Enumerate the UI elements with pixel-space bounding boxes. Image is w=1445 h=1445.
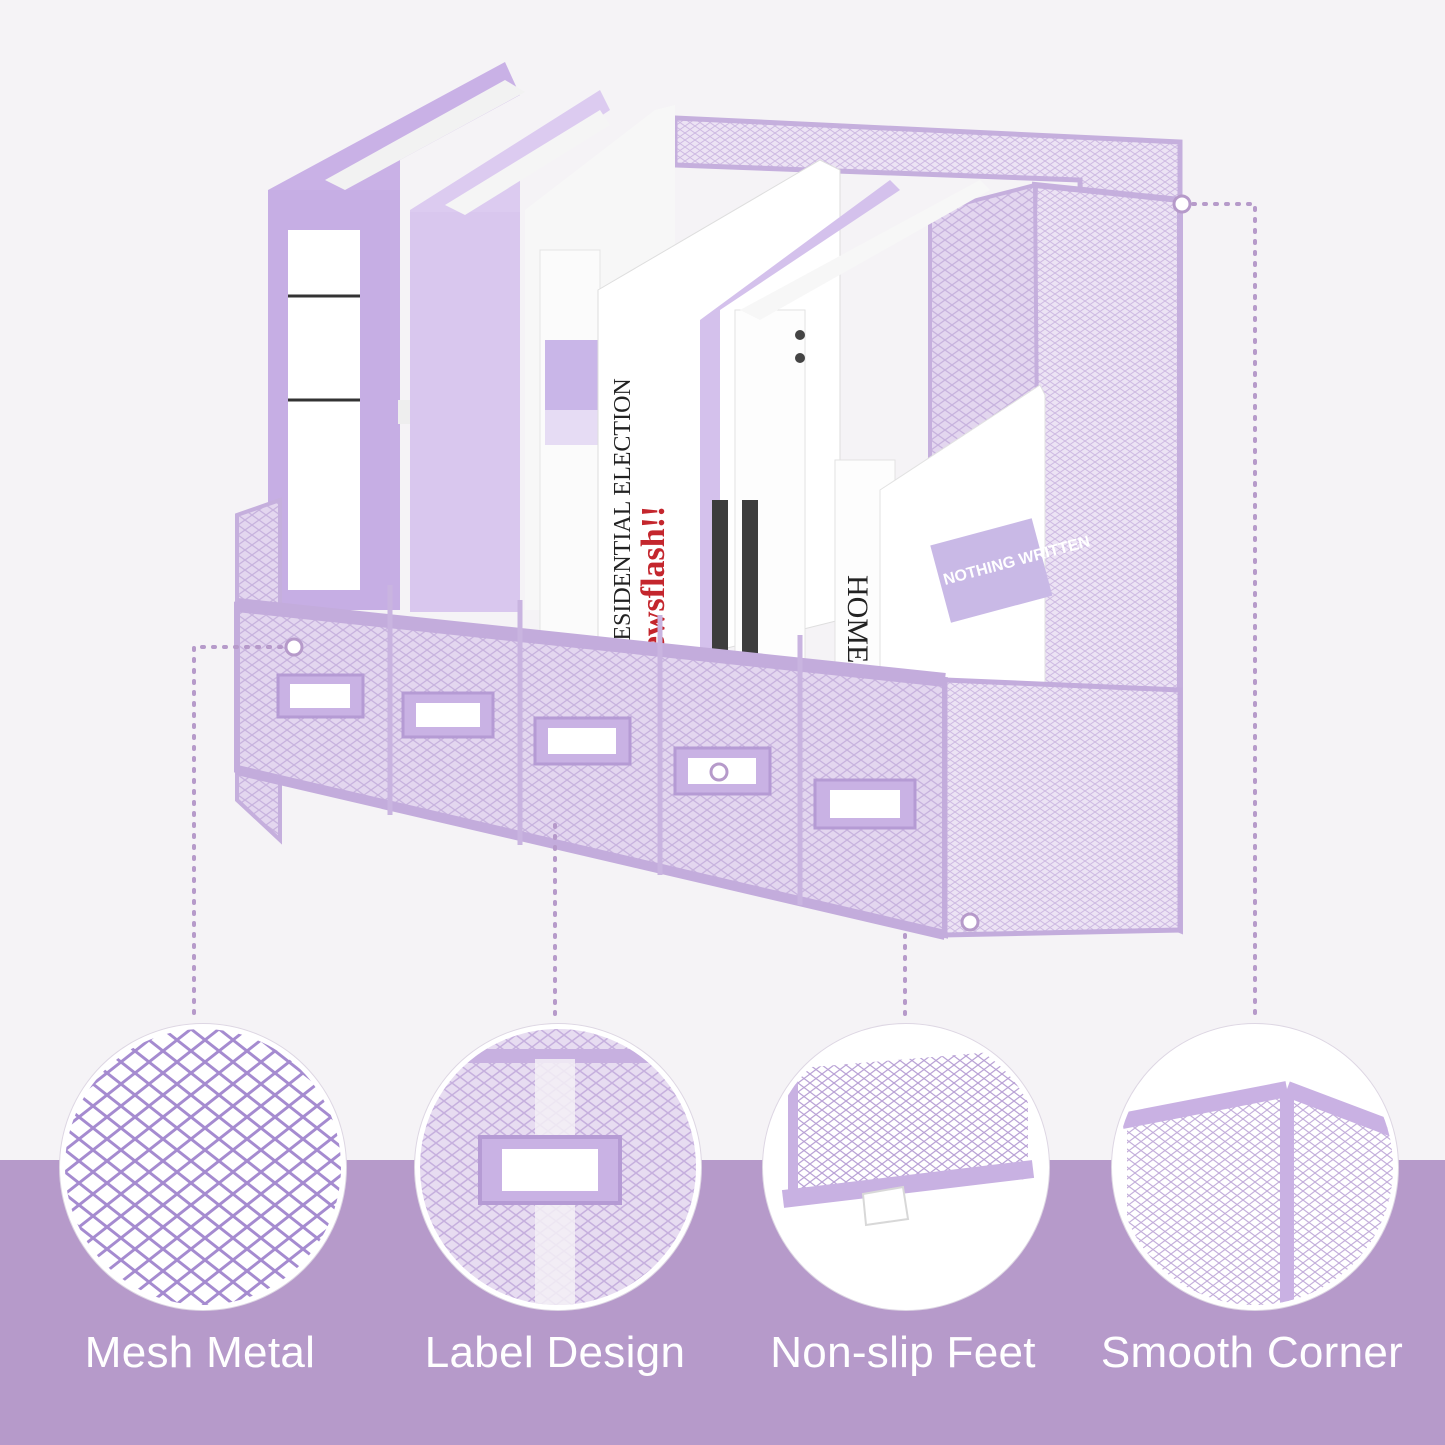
feature-non-slip-feet: Non-slip Feet [763,1020,1053,1377]
feet-icon [763,1024,1049,1310]
feature-label-mesh-metal: Mesh Metal [84,1328,316,1377]
book-text-head: PRESIDENTIAL ELECTION [610,378,636,670]
feature-smooth-corner: Smooth Corner [1101,1020,1403,1377]
book-text-home: HOME [841,575,874,663]
feature-label-label-design: Label Design [424,1328,686,1377]
feature-mesh-metal: Mesh Metal [60,1020,350,1377]
feature-label-non-slip-feet: Non-slip Feet [770,1328,1036,1377]
label-holder-icon [415,1024,701,1310]
file-organizer-illustration: PRESIDENTIAL ELECTION newsflash!! HOME N… [234,62,1183,940]
feature-label-design: Label Design [415,1020,705,1377]
corner-icon [1112,1024,1398,1310]
feature-label-smooth-corner: Smooth Corner [1100,1328,1404,1377]
mesh-icon [60,1024,346,1310]
